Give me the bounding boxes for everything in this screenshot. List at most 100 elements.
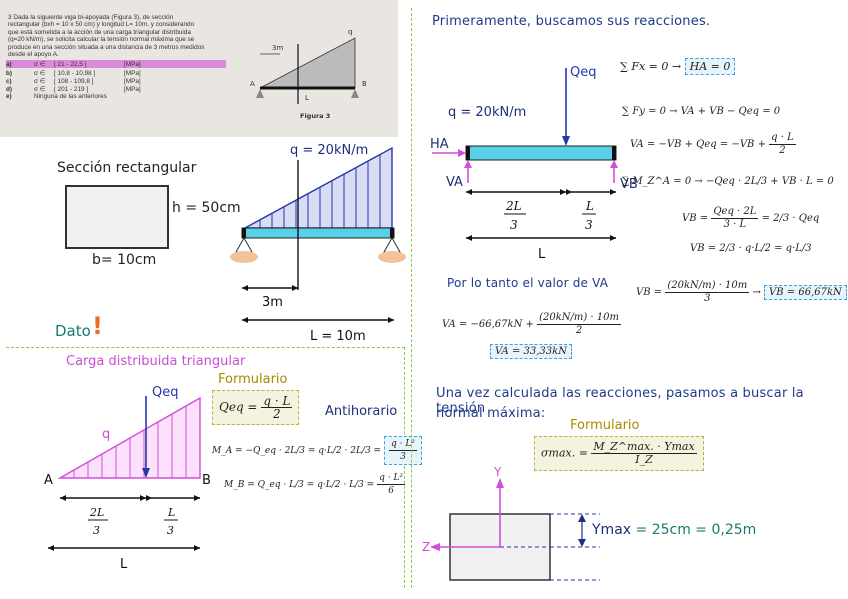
option-b: b) σ ∈ [ 10,8 - 10,98 ] [MPa] xyxy=(6,69,141,77)
option-letter: e) xyxy=(6,93,12,100)
eq-va-final-den: 2 xyxy=(575,325,583,336)
eq-va-text: VA = −VB + Qeq = −VB + xyxy=(630,139,766,150)
dato-frac-L3-num: L xyxy=(167,506,175,519)
option-range: [ 201 - 219 ] xyxy=(54,86,89,93)
mb-result-num: q · L² xyxy=(377,473,406,485)
exclamation-icon: ! xyxy=(92,312,103,340)
reaction-beam xyxy=(465,145,617,161)
dato-subtitle: Carga distribuida triangular xyxy=(66,354,246,369)
vb-label: VB xyxy=(620,177,638,192)
option-unit: [MPa] xyxy=(124,61,141,68)
y-axis-label: Y xyxy=(493,465,502,479)
beam xyxy=(241,227,395,239)
problem-line: rectangular (bxh = 10 x 50 cm) y longitu… xyxy=(8,21,195,29)
fig-a-label: A xyxy=(250,80,255,88)
load-value-label: q = 20kN/m xyxy=(290,143,368,158)
problem-text: 3 Dada la siguiente viga bi-apoyada (Fig… xyxy=(8,14,263,58)
option-d: d)σ ∈[ 201 - 219 ][MPa] xyxy=(6,85,141,93)
tension-heading-2: normal máxima: xyxy=(436,406,546,421)
beam-end-right xyxy=(390,228,394,238)
formulario-2-title: Formulario xyxy=(570,418,640,433)
por-lo-tanto-text: Por lo tanto el valor de xyxy=(447,276,589,290)
sigma-num: M_Z^max. · Ymax xyxy=(591,440,697,454)
fig-b-label: B xyxy=(362,80,367,88)
option-symbol: σ ∈ xyxy=(34,61,46,68)
eq-vb2: VB = 2/3 · q·L/2 = q·L/3 xyxy=(690,243,812,254)
r-L-label: L xyxy=(538,247,546,262)
tension-heading-1: Una vez calculada las reacciones, pasamo… xyxy=(436,386,804,416)
option-symbol: σ ∈ xyxy=(34,70,46,77)
dato-qeq-label: Qeq xyxy=(152,385,178,400)
va-label: VA xyxy=(446,175,463,190)
vertical-divider xyxy=(411,8,412,588)
option-letter: c) xyxy=(6,78,12,85)
fig-support-b xyxy=(351,89,359,98)
ymax-label: Ymax xyxy=(592,522,632,538)
problem-line: produce en una sección situada a una dis… xyxy=(8,43,205,51)
va-result-box: VA = 33,33kN xyxy=(490,344,572,359)
fig-q-label: q xyxy=(348,28,352,36)
eq-vb1-num: Qeq · 2L xyxy=(711,206,759,219)
option-letter: d) xyxy=(6,86,13,93)
option-letter: b) xyxy=(6,70,13,77)
mb-text: M_B = Q_eq · L/3 = q·L/2 · L/3 = xyxy=(224,480,375,490)
fig-l-label: L xyxy=(305,94,309,102)
problem-figure: 3m q A B L Figura 3 xyxy=(250,28,367,120)
triangular-load xyxy=(244,146,393,229)
qeq-num: q · L xyxy=(261,394,293,408)
option-range: [ 10,8 - 10,98 ] xyxy=(54,70,96,77)
reactions-diagram: Qeq q = 20kN/m HA VA VB 2L 3 L 3 L xyxy=(430,65,638,262)
option-unit: [MPa] xyxy=(124,70,141,77)
dato-a-label: A xyxy=(44,473,53,488)
figure-caption: Figura 3 xyxy=(300,112,330,120)
eq-vb3-num: (20kN/m) · 10m xyxy=(665,280,750,293)
ma-result-den: 3 xyxy=(400,452,406,462)
option-range: Ninguna de las anteriores xyxy=(34,93,107,100)
eq-vb1-rhs: = 2/3 · Qeq xyxy=(761,213,820,224)
section-width: b= 10cm xyxy=(92,252,157,268)
dato-frame xyxy=(6,347,405,588)
support-a-icon xyxy=(235,236,253,253)
ymax-text: Ymax = 25cm = 0,25m xyxy=(592,522,756,538)
option-e: e) Ninguna de las anteriores xyxy=(6,93,107,100)
problem-line: desde el apoyo A. xyxy=(8,51,59,59)
dato-frac-2L-num: 2L xyxy=(89,506,104,519)
cross-section-diagram: Y Z xyxy=(422,465,600,581)
option-range: [ 21 - 22,5 ] xyxy=(54,61,87,68)
option-a: a) σ ∈ [ 21 - 22,5 ] [MPa] xyxy=(6,60,226,68)
reactions-heading: Primeramente, buscamos sus reacciones. xyxy=(432,14,711,29)
eq-va-den: 2 xyxy=(779,145,786,156)
reaction-qeq-label: Qeq xyxy=(570,65,596,80)
support-a-ground xyxy=(230,251,258,263)
z-axis-label: Z xyxy=(422,540,430,554)
support-b-icon xyxy=(383,236,401,253)
beam-end-left xyxy=(242,228,246,238)
eq-vb1-lhs: VB = xyxy=(682,213,709,224)
por-lo-tanto-var: VA xyxy=(592,276,609,290)
dim-L-label: L = 10m xyxy=(310,329,366,344)
antihorario-label: Antihorario xyxy=(325,404,398,419)
eq-va-final-num: (20kN/m) · 10m xyxy=(537,312,621,325)
dato-frac-2L-den: 3 xyxy=(93,524,100,537)
option-unit: [MPa] xyxy=(124,86,141,93)
option-letter: a) xyxy=(6,61,12,68)
problem-line: 3 Dada la siguiente viga bi-apoyada (Fig… xyxy=(8,14,174,21)
eq-moment: ∑ M_Z^A = 0 → −Qeq · 2L/3 + VB · L = 0 xyxy=(622,176,834,187)
eq-fx: ∑ Fx = 0 → HA = 0 xyxy=(620,58,736,75)
qeq-den: 2 xyxy=(273,407,281,421)
ma-result-num: q · L² xyxy=(388,439,417,451)
dato-load-hatch xyxy=(73,406,187,478)
fig-dim-label: 3m xyxy=(272,44,283,52)
eq-va-final-lhs: VA = −66,67kN + xyxy=(442,319,534,330)
option-range: [ 108 - 109,8 ] xyxy=(54,78,94,85)
r-frac-2L-num: 2L xyxy=(505,199,522,213)
mb-result-den: 6 xyxy=(388,486,394,496)
vb-result-box: VB = 66,67kN xyxy=(764,285,847,300)
section-rectangle xyxy=(65,185,169,249)
